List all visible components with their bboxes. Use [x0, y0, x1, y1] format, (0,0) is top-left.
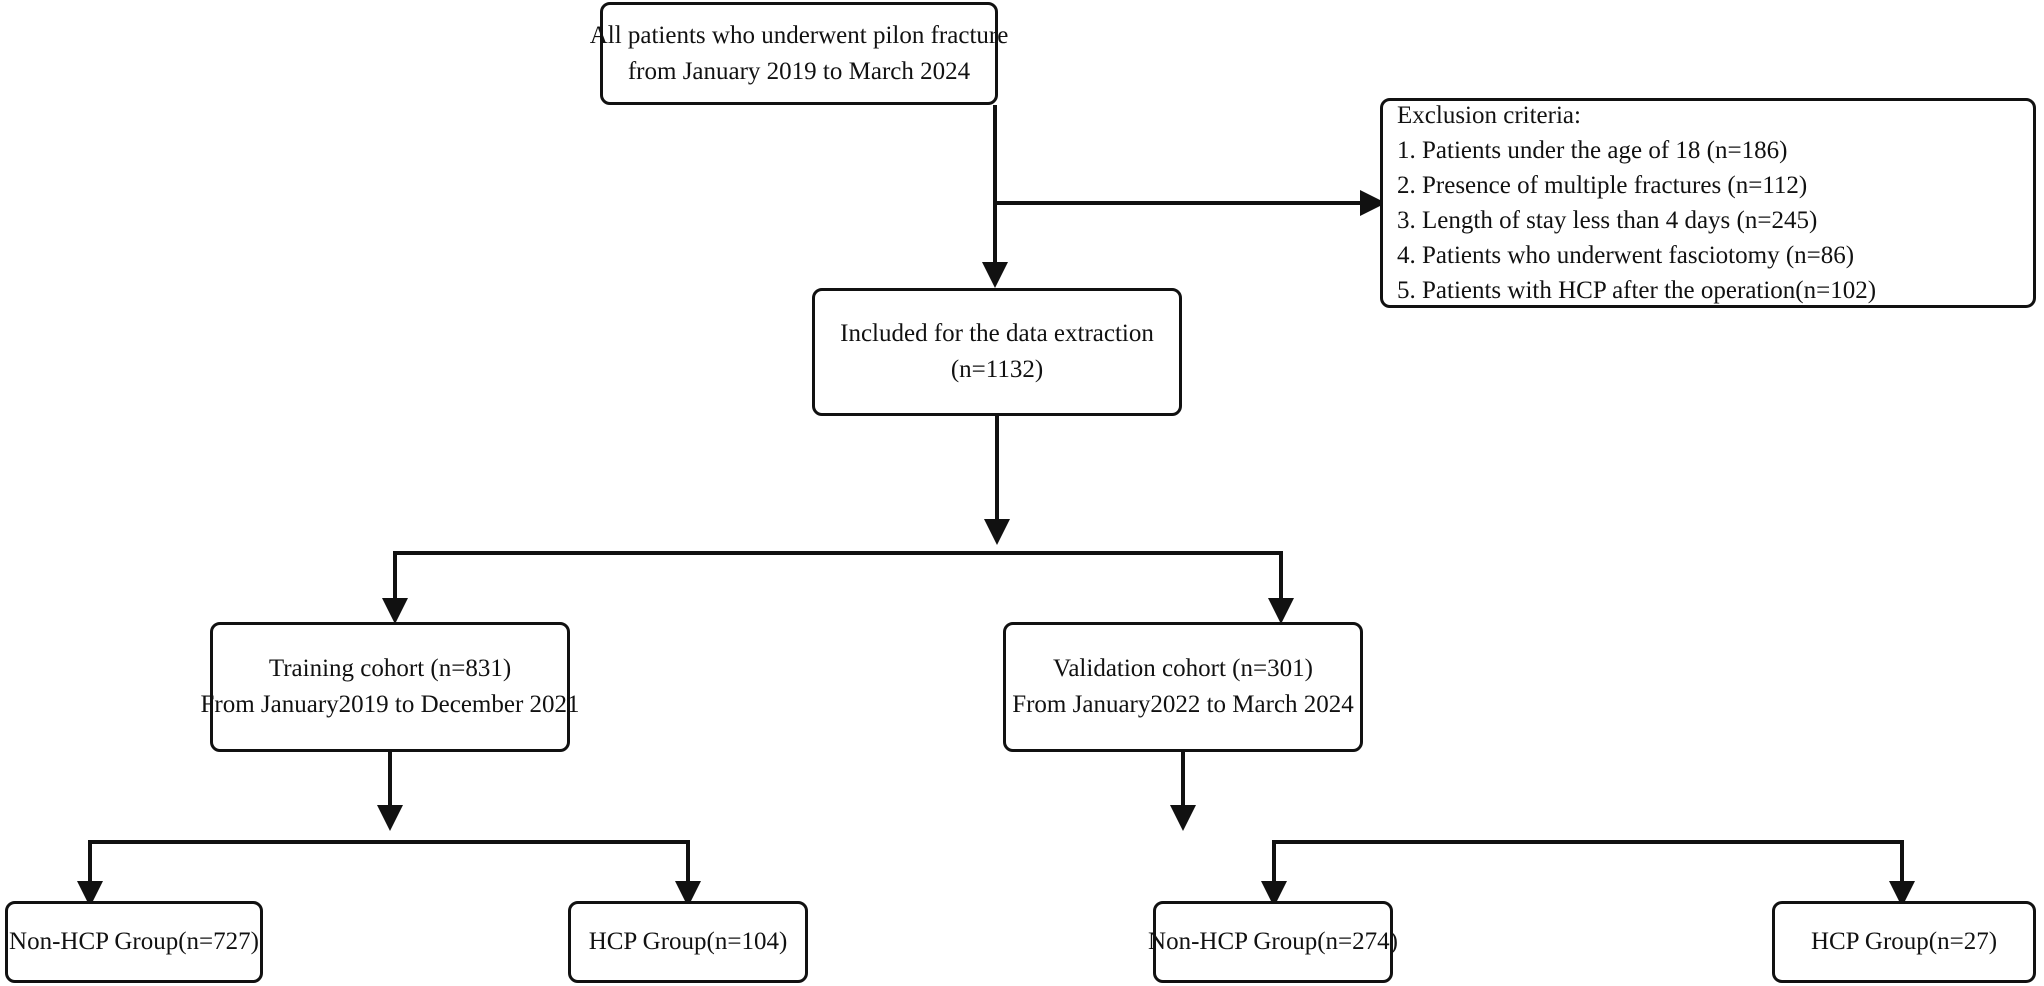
exclusion-item-4: 4. Patients who underwent fasciotomy (n=…	[1397, 242, 1855, 269]
connector-training-down	[388, 752, 392, 808]
connector-to-validation-hcp	[1900, 840, 1904, 886]
exclusion-heading: Exclusion criteria:	[1397, 102, 1581, 129]
exclusion-item-2: 2. Presence of multiple fractures (n=112…	[1397, 172, 1808, 199]
arrowhead-cohort-split	[984, 519, 1010, 545]
arrowhead-training-split	[377, 805, 403, 831]
node-validation-non-hcp-label: Non-HCP Group(n=274)	[1148, 928, 1398, 955]
connector-to-validation-cohort	[1279, 551, 1283, 603]
connector-validation-split-bar-main	[1272, 840, 1904, 844]
exclusion-item-3: 3. Length of stay less than 4 days (n=24…	[1397, 207, 1818, 234]
node-validation-hcp-label: HCP Group(n=27)	[1810, 928, 1998, 955]
connector-validation-down	[1181, 752, 1185, 808]
connector-to-training-non-hcp	[88, 840, 92, 886]
node-training-hcp-label: HCP Group(n=104)	[588, 928, 788, 955]
connector-to-training-cohort	[393, 551, 397, 603]
node-validation-cohort: Validation cohort (n=301) From January20…	[1003, 622, 1363, 752]
node-training-non-hcp: Non-HCP Group(n=727)	[5, 901, 263, 983]
arrowhead-validation-cohort	[1268, 598, 1294, 624]
node-all-patients: All patients who underwent pilon fractur…	[590, 2, 1008, 105]
node-included-line-1: Included for the data extraction	[840, 320, 1154, 347]
node-exclusion-criteria: Exclusion criteria: 1. Patients under th…	[1380, 98, 2036, 308]
exclusion-item-5: 5. Patients with HCP after the operation…	[1397, 277, 1877, 304]
node-all-patients-line-1: All patients who underwent pilon fractur…	[589, 21, 1009, 49]
connector-training-split-bar	[88, 840, 690, 844]
node-training-cohort-line-1: Training cohort (n=831)	[268, 655, 512, 682]
node-all-patients-line-2: from January 2019 to March 2024	[627, 57, 971, 85]
node-included: Included for the data extraction (n=1132…	[812, 288, 1182, 416]
node-validation-non-hcp: Non-HCP Group(n=274)	[1148, 901, 1398, 983]
connector-to-validation-non-hcp	[1272, 840, 1276, 886]
arrowhead-to-included	[982, 262, 1008, 288]
node-validation-cohort-line-1: Validation cohort (n=301)	[1053, 655, 1313, 682]
connector-included-down	[995, 416, 999, 522]
node-training-non-hcp-label: Non-HCP Group(n=727)	[9, 928, 259, 955]
arrowhead-validation-split	[1170, 805, 1196, 831]
node-training-hcp: HCP Group(n=104)	[568, 901, 808, 983]
connector-to-training-hcp	[686, 840, 690, 886]
node-validation-hcp: HCP Group(n=27)	[1772, 901, 2036, 983]
node-training-cohort-line-2: From January2019 to December 2021	[200, 691, 580, 718]
arrowhead-training-cohort	[382, 598, 408, 624]
node-training-cohort: Training cohort (n=831) From January2019…	[200, 622, 580, 752]
connector-to-exclusion	[995, 201, 1380, 205]
exclusion-item-1: 1. Patients under the age of 18 (n=186)	[1397, 137, 1788, 164]
node-included-line-2: (n=1132)	[950, 356, 1044, 383]
connector-all-patients-to-included	[993, 105, 997, 265]
node-validation-cohort-line-2: From January2022 to March 2024	[1012, 691, 1354, 718]
connector-cohort-split-bar	[393, 551, 1283, 555]
